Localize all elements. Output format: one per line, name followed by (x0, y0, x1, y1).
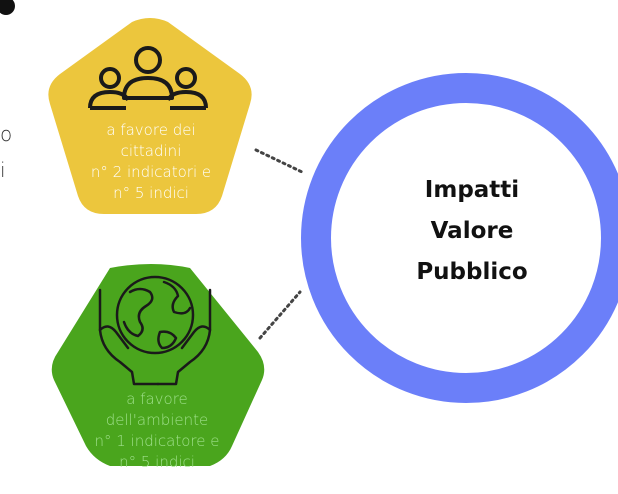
yellow-line-3: n° 2 indicatori e (90, 163, 212, 181)
people-group-icon (88, 46, 208, 110)
yellow-node-label: a favore dei cittadini n° 2 indicatori e… (60, 120, 242, 204)
decorative-dot (0, 0, 15, 15)
green-line-4: n° 5 indici (119, 453, 195, 471)
edge-text-2: i (0, 158, 6, 182)
green-line-3: n° 1 indicatore e (94, 432, 220, 450)
yellow-pentagon (48, 18, 252, 214)
center-line-3: Pubblico (416, 259, 528, 285)
center-line-1: Impatti (424, 177, 520, 203)
yellow-line-4: n° 5 indici (113, 184, 189, 202)
center-node-title: Impatti Valore Pubblico (362, 170, 582, 293)
center-line-2: Valore (430, 218, 514, 244)
yellow-line-2: cittadini (120, 142, 182, 160)
yellow-line-1: a favore dei (106, 121, 196, 139)
connector-yellow-center (254, 148, 304, 174)
green-node-label: a favore dell'ambiente n° 1 indicatore e… (52, 389, 262, 473)
green-line-2: dell'ambiente (105, 411, 209, 429)
green-line-1: a favore (126, 390, 188, 408)
connector-green-center (258, 290, 302, 340)
center-ring (301, 73, 618, 403)
earth-in-hands-icon (98, 275, 212, 386)
edge-text-1: o (0, 122, 13, 146)
